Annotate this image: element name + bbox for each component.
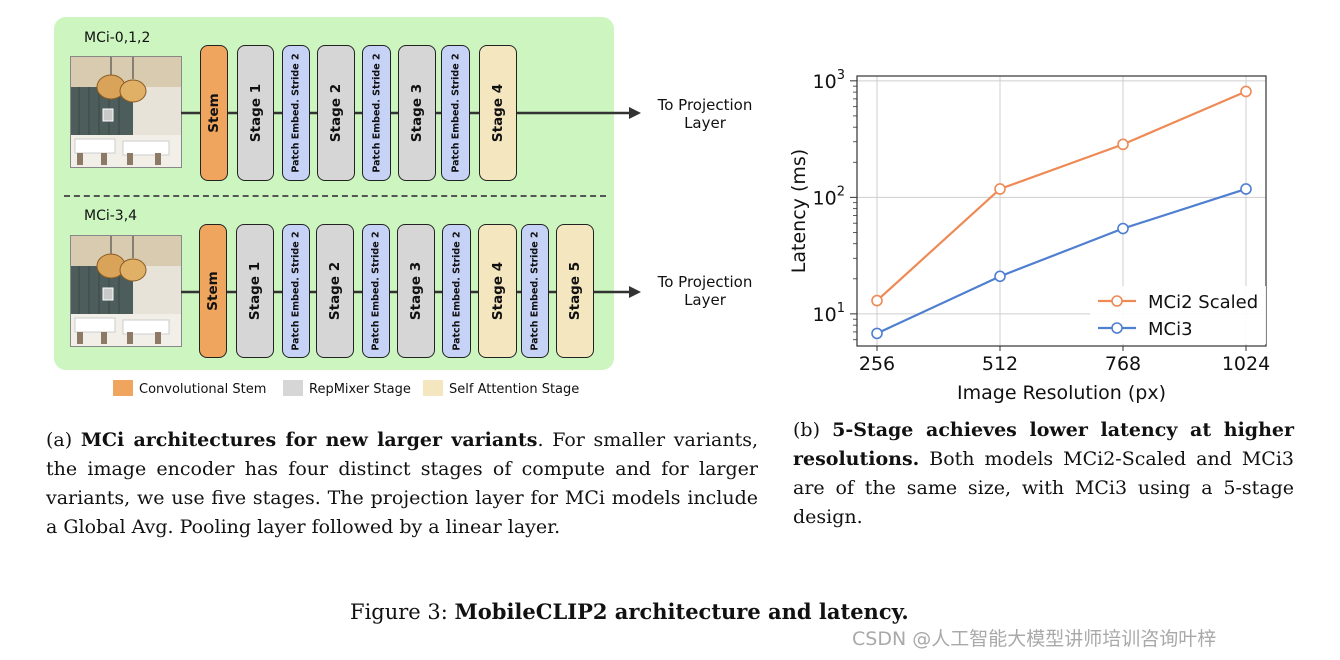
block-label: Patch Embed. Stride 2 [290, 231, 302, 351]
series-line [876, 187, 1247, 335]
stage-block: Stage 1 [237, 45, 274, 181]
series-line [876, 90, 1247, 302]
block-label: Stage 3 [408, 261, 424, 321]
patch-embed-block: Patch Embed. Stride 2 [362, 224, 390, 358]
y-tick-label: 101 [813, 301, 845, 326]
figure-caption-prefix: Figure 3: [350, 600, 455, 624]
data-point [1117, 138, 1129, 151]
x-tick-label: 768 [1105, 353, 1141, 375]
caption-a-title: MCi architectures for new larger variant… [80, 429, 538, 451]
y-axis-label: Latency (ms) [788, 149, 810, 273]
legend-label: MCi2 Scaled [1148, 292, 1258, 313]
patch-embed-block: Patch Embed. Stride 2 [441, 45, 470, 181]
block-label: Stage 5 [567, 261, 583, 321]
block-label: Stage 4 [489, 261, 506, 321]
stage-block: Stage 4 [478, 224, 517, 358]
legend-self-attention-swatch [423, 380, 443, 396]
stage-block: Stage 2 [317, 45, 355, 181]
stage-block: Stage 1 [236, 224, 274, 358]
legend-self-attention-label: Self Attention Stage [449, 382, 580, 397]
data-point [871, 294, 883, 307]
input-image [70, 235, 182, 347]
caption-b-title: 5-Stage achieves lower latency at higher… [793, 419, 1294, 470]
data-point [994, 183, 1006, 195]
data-point [994, 270, 1006, 283]
x-tick-label: 256 [859, 353, 895, 375]
patch-embed-block: Patch Embed. Stride 2 [282, 224, 310, 358]
block-label: Patch Embed. Stride 2 [370, 231, 382, 351]
data-point [1117, 222, 1129, 235]
y-tick-label: 102 [813, 184, 845, 209]
stage-block: Stage 3 [398, 45, 436, 181]
x-tick-label: 512 [982, 353, 1018, 375]
variant-divider [64, 195, 606, 197]
data-point [1240, 183, 1252, 195]
patch-embed-block: Patch Embed. Stride 2 [442, 224, 471, 358]
x-tick-label: 1024 [1222, 353, 1270, 375]
stem-block: Stem [199, 224, 227, 358]
legend-repmixer-label: RepMixer Stage [309, 382, 411, 397]
caption-a-body: . For smaller variants, the image encode… [46, 429, 759, 538]
block-label: Stage 2 [327, 261, 343, 321]
legend-box [1090, 286, 1266, 344]
stage-block: Stage 4 [479, 45, 517, 181]
block-label: Stage 1 [247, 261, 263, 321]
caption-b: (b) 5-Stage achieves lower latency at hi… [793, 416, 1294, 532]
caption-a-tag: (a) [46, 429, 73, 451]
data-point [871, 327, 883, 340]
variant-label: MCi-0,1,2 [84, 30, 151, 46]
csdn-watermark: CSDN @人工智能大模型讲师培训咨询叶梓 [852, 628, 1217, 650]
caption-a: (a) MCi architectures for new larger var… [46, 426, 758, 542]
caption-b-body: Both models MCi2-Scaled and MCi3 are of … [793, 448, 1294, 528]
variant-label: MCi-3,4 [84, 208, 138, 224]
y-tick-label: 103 [813, 68, 845, 93]
legend-stem-label: Convolutional Stem [139, 382, 267, 397]
patch-embed-block: Patch Embed. Stride 2 [362, 45, 391, 181]
legend-stem-swatch [113, 380, 133, 396]
legend-repmixer-swatch [283, 380, 303, 396]
stem-block: Stem [200, 45, 228, 181]
block-label: Patch Embed. Stride 2 [451, 231, 462, 351]
patch-embed-block: Patch Embed. Stride 2 [521, 224, 549, 358]
projection-layer-label: To Projection Layer [657, 273, 753, 309]
patch-embed-block: Patch Embed. Stride 2 [282, 45, 310, 181]
legend-marker [1111, 295, 1123, 307]
legend-label: MCi3 [1148, 319, 1193, 340]
caption-b-tag: (b) [793, 419, 820, 441]
block-label: Stem [205, 271, 221, 311]
figure-caption-title: MobileCLIP2 architecture and latency. [454, 599, 909, 624]
data-point [1240, 85, 1252, 98]
legend-marker [1111, 322, 1123, 334]
x-axis-label: Image Resolution (px) [957, 382, 1166, 404]
projection-layer-label: To Projection Layer [657, 96, 753, 132]
block-label: Patch Embed. Stride 2 [529, 231, 541, 351]
figure-caption: Figure 3: MobileCLIP2 architecture and l… [350, 599, 909, 624]
stage-block: Stage 5 [556, 224, 594, 358]
stage-block: Stage 2 [316, 224, 354, 358]
stage-block: Stage 3 [397, 224, 435, 358]
plot-frame [856, 75, 1267, 347]
